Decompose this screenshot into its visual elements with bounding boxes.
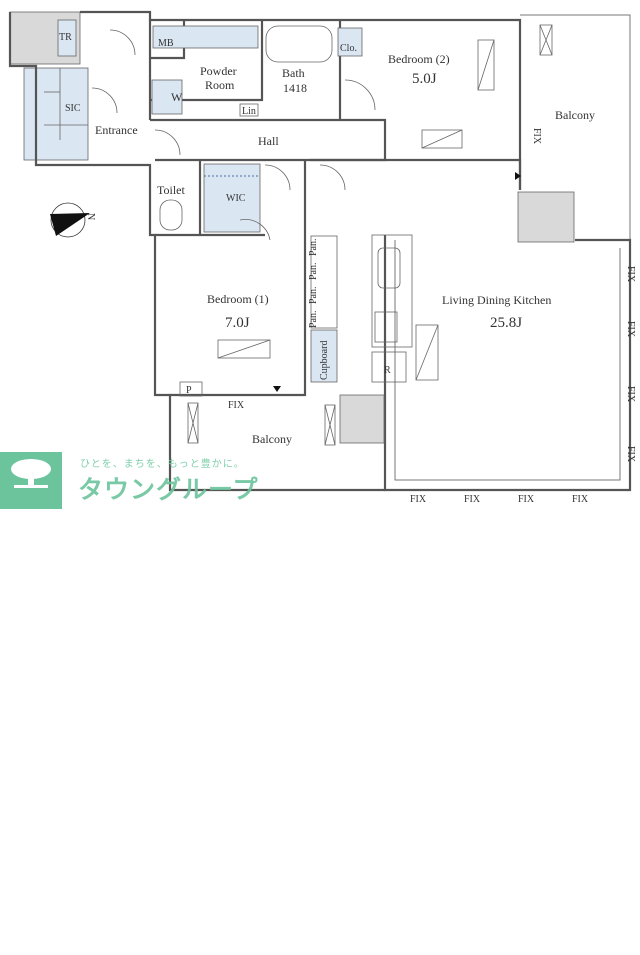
- svg-text:FIX: FIX: [625, 321, 636, 338]
- label-ldk: Living Dining Kitchen: [442, 293, 551, 307]
- outdoor-unit-bottom: [339, 394, 385, 444]
- label-linen: Lin: [242, 106, 256, 117]
- cupboard: [310, 329, 338, 383]
- svg-text:FIX: FIX: [572, 494, 589, 505]
- linen-cabinet: [239, 103, 259, 117]
- tree-icon: [11, 459, 51, 488]
- label-toilet: Toilet: [157, 183, 185, 197]
- svg-text:5.0J: 5.0J: [412, 71, 437, 87]
- svg-text:FIX: FIX: [518, 494, 535, 505]
- toilet-fixture: [159, 199, 183, 231]
- refrigerator: [371, 351, 407, 383]
- floor-plan: N TR SIC Entrance MB Powder Room W Bath …: [8, 10, 636, 505]
- pipe-space: [179, 381, 203, 397]
- svg-text:25.8J: 25.8J: [490, 315, 522, 331]
- label-fix-bottom: FIX: [410, 494, 427, 505]
- svg-text:FIX: FIX: [625, 446, 636, 463]
- svg-text:Pan.: Pan.: [308, 311, 319, 329]
- label-powder-room: Powder: [200, 64, 237, 78]
- sink: [377, 247, 401, 289]
- bedroom2-furniture: [477, 39, 495, 91]
- brand-english: TOWN GROUP: [3, 946, 59, 955]
- outdoor-unit: [517, 191, 575, 243]
- label-refrigerator: R: [384, 365, 391, 376]
- svg-text:FIX: FIX: [625, 386, 636, 403]
- cooktop: [374, 311, 398, 343]
- label-cupboard: Cupboard: [319, 341, 330, 380]
- label-sic: SIC: [65, 103, 81, 114]
- svg-text:1418: 1418: [283, 81, 307, 95]
- label-wic: WIC: [226, 193, 246, 204]
- label-fix-bedroom1: FIX: [228, 400, 245, 411]
- sic-shelves: [23, 67, 89, 161]
- wic-area: [203, 163, 261, 233]
- svg-text:Room: Room: [205, 78, 235, 92]
- label-fix-right-balcony: FIX: [531, 128, 542, 145]
- label-pipe-space: P: [186, 385, 192, 396]
- svg-text:Pan.: Pan.: [308, 287, 319, 305]
- label-fix-ldk-right: FIX: [625, 266, 636, 283]
- svg-text:7.0J: 7.0J: [225, 315, 250, 331]
- label-closet: Clo.: [340, 43, 357, 54]
- brand-japanese: タウングループ: [78, 475, 259, 504]
- label-bedroom2: Bedroom (2): [388, 52, 450, 66]
- tagline: ひとを、まちを、もっと豊かに。: [80, 459, 245, 470]
- label-hall: Hall: [258, 134, 279, 148]
- kitchen-counter: [371, 234, 413, 348]
- town-group-logo: TOWN GROUP: [0, 452, 62, 955]
- label-washer: W: [171, 90, 183, 104]
- door-swing: [109, 29, 136, 56]
- vanity: [152, 25, 259, 49]
- pantry-shelves: [310, 235, 338, 329]
- svg-text:FIX: FIX: [464, 494, 481, 505]
- ac-unit: [539, 24, 553, 56]
- bathtub: [265, 25, 333, 63]
- label-bath: Bath: [282, 66, 305, 80]
- label-entrance: Entrance: [95, 123, 138, 137]
- svg-text:Pan.: Pan.: [308, 263, 319, 281]
- label-bedroom1: Bedroom (1): [207, 292, 269, 306]
- tr-area: [57, 19, 77, 57]
- closet: [337, 27, 363, 57]
- washer-space: [151, 79, 183, 115]
- label-mb: MB: [158, 38, 174, 49]
- label-tr: TR: [59, 32, 72, 43]
- label-pantry: Pan.: [308, 239, 319, 257]
- label-balcony-right: Balcony: [555, 108, 595, 122]
- north-arrow-icon: N: [50, 202, 96, 238]
- svg-text:N: N: [85, 213, 96, 220]
- label-balcony-bottom: Balcony: [252, 432, 292, 446]
